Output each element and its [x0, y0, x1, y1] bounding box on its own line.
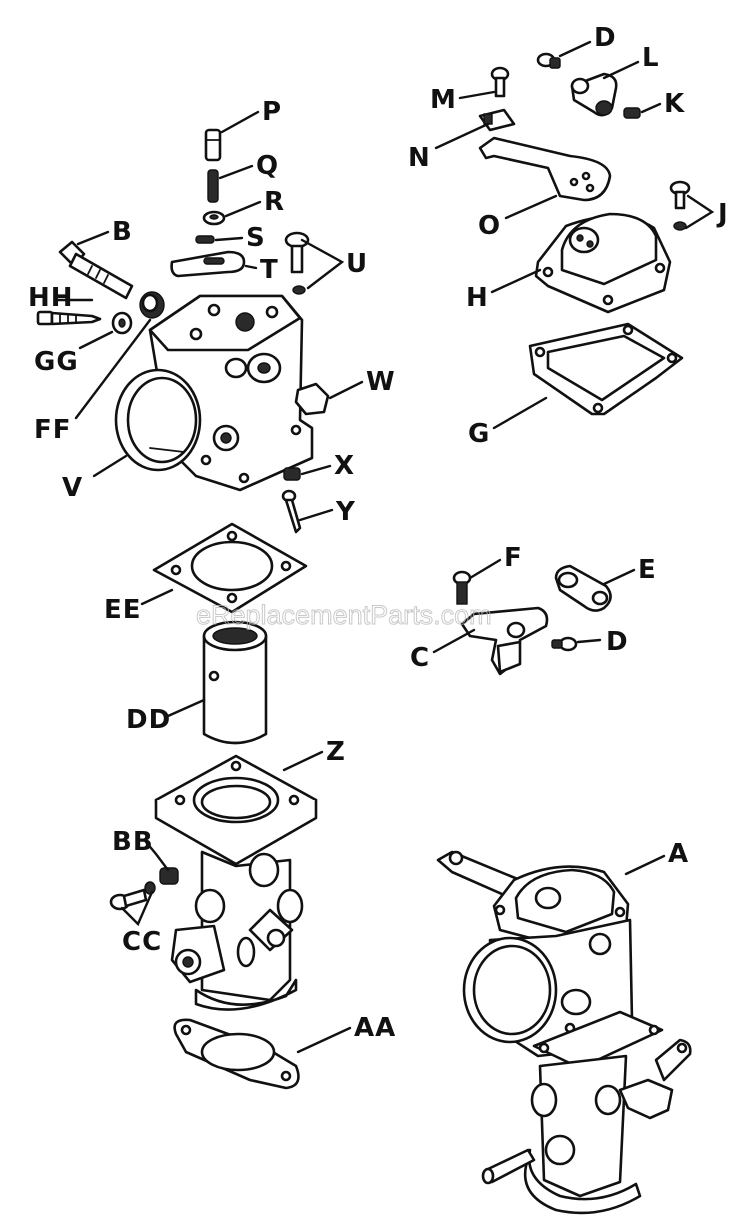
- label-ff: FF: [34, 415, 72, 445]
- part-s-spring: [195, 235, 215, 244]
- part-v-throttle-body: [114, 294, 314, 492]
- label-bb: BB: [112, 827, 154, 857]
- label-s: S: [246, 223, 266, 253]
- label-n: N: [408, 143, 431, 173]
- label-m: M: [430, 85, 457, 115]
- label-y: Y: [335, 497, 356, 527]
- part-y-screw: [281, 489, 302, 534]
- label-r: R: [264, 187, 285, 217]
- part-c-lever: [460, 606, 549, 676]
- label-hh: HH: [28, 283, 74, 313]
- part-f-screw: [452, 570, 472, 605]
- label-x: X: [334, 451, 355, 481]
- part-b-bolt: [58, 240, 134, 300]
- part-e-lever: [554, 564, 612, 612]
- part-t-lever: [170, 250, 246, 278]
- label-dd: DD: [126, 705, 171, 735]
- label-j: J: [716, 199, 729, 229]
- part-l-lever: [570, 72, 618, 117]
- label-ee: EE: [104, 595, 142, 625]
- part-h-cover: [534, 212, 672, 314]
- part-r-washer: [202, 210, 226, 226]
- part-bb-plug: [159, 867, 179, 885]
- part-g-gasket: [528, 322, 684, 416]
- label-q: Q: [256, 151, 279, 181]
- label-d-top: D: [594, 23, 617, 53]
- part-aa-gasket: [173, 1018, 300, 1090]
- label-k: K: [664, 89, 685, 119]
- label-c: C: [410, 643, 430, 673]
- part-d-top-screw: [536, 52, 561, 69]
- label-l: L: [642, 43, 660, 73]
- part-ee-gasket: [152, 522, 308, 614]
- watermark-text: eReplacementParts.com: [196, 600, 492, 630]
- part-hh-needle: [36, 310, 102, 326]
- label-w: W: [366, 367, 396, 397]
- label-b: B: [112, 217, 133, 247]
- part-dd-venturi-tube: [202, 620, 268, 745]
- part-p-screw: [204, 128, 222, 162]
- label-g: G: [468, 419, 490, 449]
- label-a: A: [668, 839, 689, 869]
- label-e: E: [638, 555, 657, 585]
- label-t: T: [260, 255, 279, 285]
- label-aa: AA: [354, 1013, 396, 1043]
- part-x-plug: [283, 467, 301, 481]
- leader-lines: [56, 40, 715, 1054]
- part-z-flange-body: [154, 754, 318, 1011]
- part-k-screw: [623, 107, 641, 119]
- label-d-mid: D: [606, 627, 629, 657]
- part-m-screw: [490, 66, 510, 98]
- label-v: V: [62, 473, 83, 503]
- part-labels: P Q R S T U B HH GG FF V W X Y EE DD Z B…: [28, 23, 729, 1043]
- part-o-bracket: [478, 136, 612, 202]
- part-cc-screw: [109, 881, 156, 911]
- label-f: F: [504, 543, 523, 573]
- label-u: U: [346, 249, 368, 279]
- label-h: H: [466, 283, 489, 313]
- part-gg-washer: [111, 311, 133, 335]
- part-a-assembled-carburetor: [436, 850, 692, 1215]
- label-z: Z: [326, 737, 346, 767]
- label-gg: GG: [34, 347, 79, 377]
- part-u-screw: [284, 231, 310, 295]
- part-w-plug: [294, 382, 330, 416]
- part-j-screw: [669, 180, 691, 231]
- part-d-mid-screw: [551, 636, 578, 652]
- part-n-clip: [478, 108, 516, 132]
- label-p: P: [262, 97, 282, 127]
- part-q-spring: [207, 169, 219, 203]
- label-cc: CC: [122, 927, 162, 957]
- part-ff-nut: [139, 291, 165, 319]
- label-o: O: [478, 211, 501, 241]
